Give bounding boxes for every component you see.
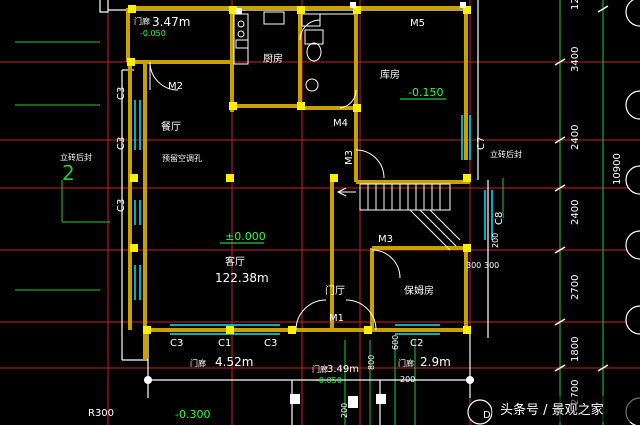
corner-markers xyxy=(144,2,474,408)
window-c3-left-b: C3 xyxy=(116,137,127,150)
staircase xyxy=(336,183,461,251)
columns xyxy=(127,5,471,334)
wall-note-left: 立砖后封 xyxy=(60,152,92,162)
dim-right-2: 2400 xyxy=(570,125,581,150)
room-label-living: 客厅 xyxy=(225,255,245,268)
room-label-hall: 门厅 xyxy=(325,284,345,297)
porch-right-prefix: 门廊 xyxy=(398,358,414,368)
door-m3-hall: M3 xyxy=(378,234,393,245)
left-axis-number: 2 xyxy=(62,161,75,185)
axis-d-label: D xyxy=(483,410,491,421)
level-living: ±0.000 xyxy=(225,230,266,243)
window-c3-bottom-left: C3 xyxy=(170,338,183,349)
dim-small-b: 300 xyxy=(484,261,499,270)
reserved-ac-hole: 预留空调孔 xyxy=(162,153,202,163)
window-c3-bottom-mid: C3 xyxy=(264,338,277,349)
watermark-bg xyxy=(492,396,640,422)
dim-right-1: 3400 xyxy=(570,47,581,72)
porch-top-prefix: 门廊 xyxy=(134,16,150,26)
dim-right-6: 2700 xyxy=(570,380,581,405)
radius-label: R300 xyxy=(88,408,114,419)
dim-right-3: 2400 xyxy=(570,200,581,225)
door-m2: M2 xyxy=(168,81,183,92)
dim-small-a: 300 xyxy=(466,261,481,270)
porch-right-area: 2.9m xyxy=(420,355,451,369)
dim-small-f: 800 xyxy=(367,355,376,370)
porch-left-area: 4.52m xyxy=(215,355,253,369)
dim-right-4: 2700 xyxy=(570,275,581,300)
level-top-left: -0.050 xyxy=(140,29,166,38)
room-label-nanny: 保姆房 xyxy=(404,284,434,297)
porch-top-area: 3.47m xyxy=(152,15,190,29)
dim-small-d: 200 xyxy=(400,375,415,384)
dim-right-total: 10900 xyxy=(612,153,623,185)
door-m1: M1 xyxy=(329,313,344,324)
door-swings xyxy=(149,19,401,331)
fixtures xyxy=(233,11,354,92)
walls xyxy=(126,6,470,360)
living-area: 122.38m xyxy=(215,271,269,285)
dim-right-5: 1800 xyxy=(570,337,581,362)
dim-right-top: 120 xyxy=(570,0,581,10)
window-c3-left-a: C3 xyxy=(116,87,127,100)
windows-lines xyxy=(134,100,493,335)
room-label-kitchen: 厨房 xyxy=(263,52,283,65)
window-c2: C2 xyxy=(410,338,423,349)
level-bottom: -0.300 xyxy=(175,408,210,421)
dimension-lines xyxy=(15,0,604,425)
dim-small-e: 600 xyxy=(391,335,400,350)
window-c7: C7 xyxy=(476,137,487,150)
window-c8: C8 xyxy=(494,212,505,225)
dim-small-g: 200 xyxy=(340,403,349,418)
porch-left-prefix: 门廊 xyxy=(190,358,206,368)
level-porch-mid: -0.050 xyxy=(316,376,342,385)
dimension-ticks xyxy=(554,5,609,372)
wall-note-right: 立砖后封 xyxy=(490,149,522,159)
window-c3-left-c: C3 xyxy=(116,199,127,212)
door-m4: M4 xyxy=(333,118,348,129)
watermark: 头条号 / 景观之家 xyxy=(500,402,604,418)
room-label-dining: 餐厅 xyxy=(161,120,181,133)
room-label-storage: 库房 xyxy=(380,68,400,81)
axis-bubbles xyxy=(467,0,640,425)
window-c1: C1 xyxy=(218,338,231,349)
porch-mid-area: 3.49m xyxy=(327,364,359,375)
porch-mid-prefix: 门廊 xyxy=(312,364,328,374)
level-storage: -0.150 xyxy=(408,86,443,99)
door-m3-vertical: M3 xyxy=(344,150,355,165)
dim-small-c: 200 xyxy=(491,233,500,248)
door-m5: M5 xyxy=(410,18,425,29)
